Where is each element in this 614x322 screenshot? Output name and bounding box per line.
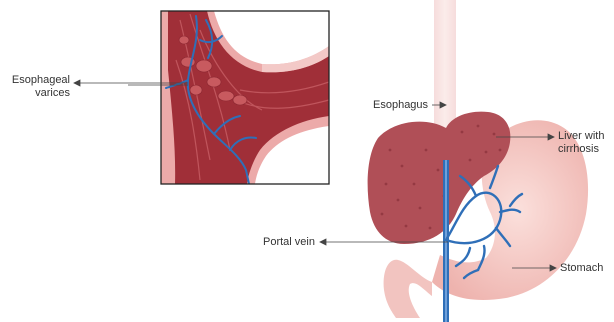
label-liver-line2: cirrhosis <box>558 143 604 156</box>
label-stomach: Stomach <box>560 262 603 275</box>
label-liver: Liver with cirrhosis <box>558 130 604 156</box>
label-esophageal-varices-line2: varices <box>4 87 70 100</box>
label-esophageal-varices-line1: Esophageal <box>4 74 70 87</box>
varices-inset <box>161 11 329 184</box>
label-esophageal-varices: Esophageal varices <box>4 74 70 100</box>
duodenum <box>384 260 432 318</box>
label-liver-line1: Liver with <box>558 130 604 143</box>
label-esophagus: Esophagus <box>373 99 428 112</box>
label-portal-vein: Portal vein <box>263 236 315 249</box>
